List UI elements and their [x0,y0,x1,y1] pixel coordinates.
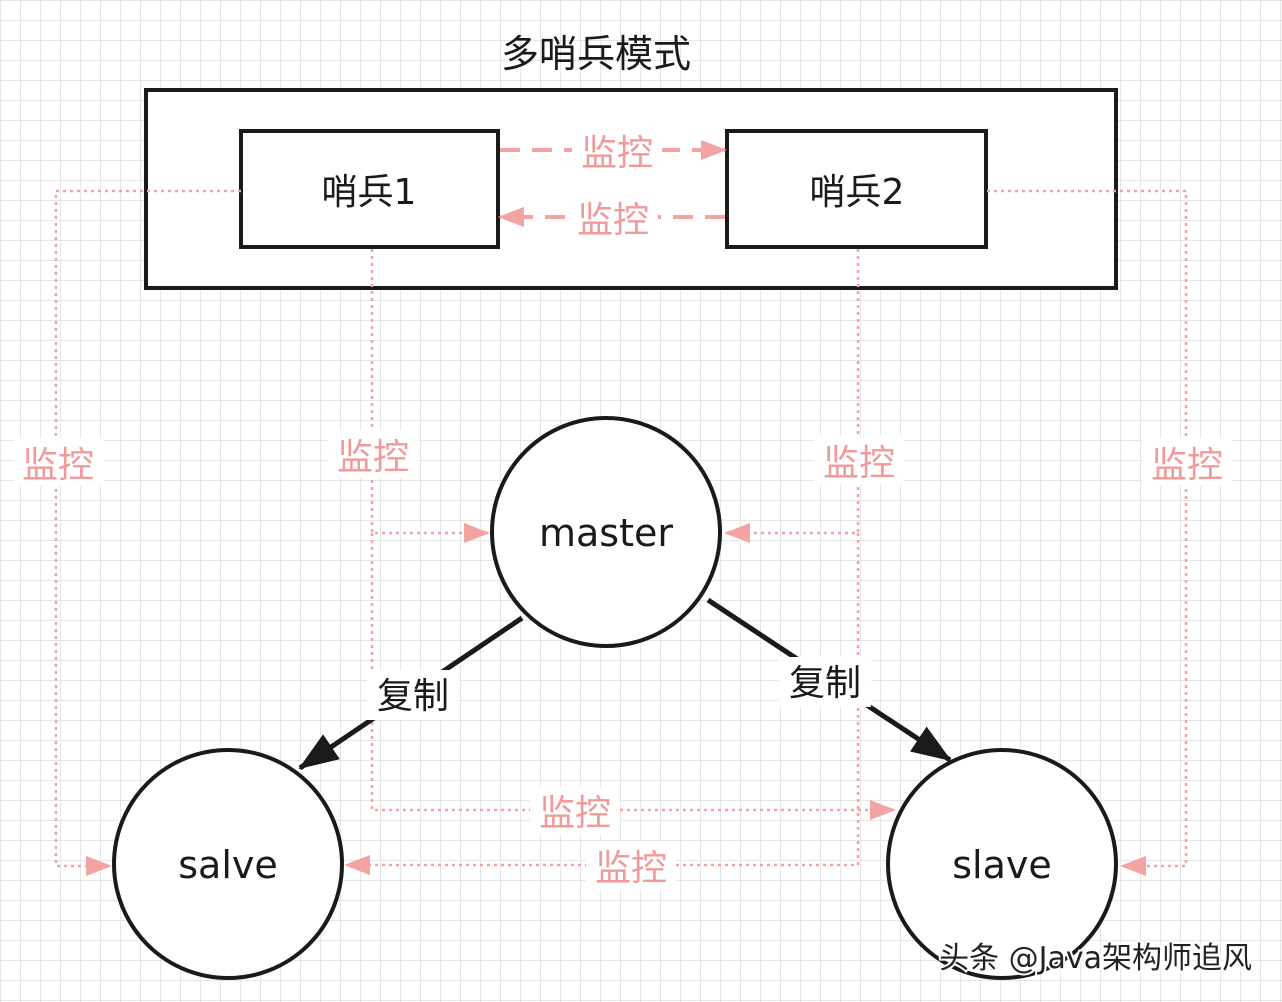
monitor-label-s2-to-s1: 监控 [577,200,649,241]
salve-label: salve [178,843,278,887]
monitor-line-s1-to-salve [54,189,241,876]
replicate-label-slave: 复制 [789,663,861,704]
monitor-line-s2-to-salve [344,533,860,875]
monitor-label-s2-master: 监控 [823,443,895,484]
monitor-label-s1-slave: 监控 [539,793,611,834]
salve-node: salve [112,748,344,980]
master-node: master [490,416,722,648]
monitor-line-s2-to-slave [987,189,1188,876]
slave-label: slave [952,843,1052,887]
replicate-label-salve: 复制 [377,676,449,717]
watermark: 头条 @Java架构师追风 [939,941,1252,976]
monitor-line-s2-to-master [724,249,860,543]
sentinel-2-label: 哨兵2 [810,172,905,213]
monitor-label-s1-salve: 监控 [22,445,94,486]
sentinel-1-node: 哨兵1 [239,129,500,249]
slave-node: slave [886,748,1118,980]
diagram-title: 多哨兵模式 [501,32,691,76]
monitor-label-s1-to-s2: 监控 [581,133,653,174]
sentinel-1-label: 哨兵1 [322,172,417,213]
master-label: master [539,511,673,555]
monitor-label-s1-master: 监控 [337,437,409,478]
monitor-label-s2-slave: 监控 [1151,445,1223,486]
monitor-label-s2-salve: 监控 [595,848,667,889]
monitor-line-s1-to-slave [370,533,896,820]
sentinel-2-node: 哨兵2 [725,129,988,249]
monitor-line-s1-to-master [370,249,490,543]
